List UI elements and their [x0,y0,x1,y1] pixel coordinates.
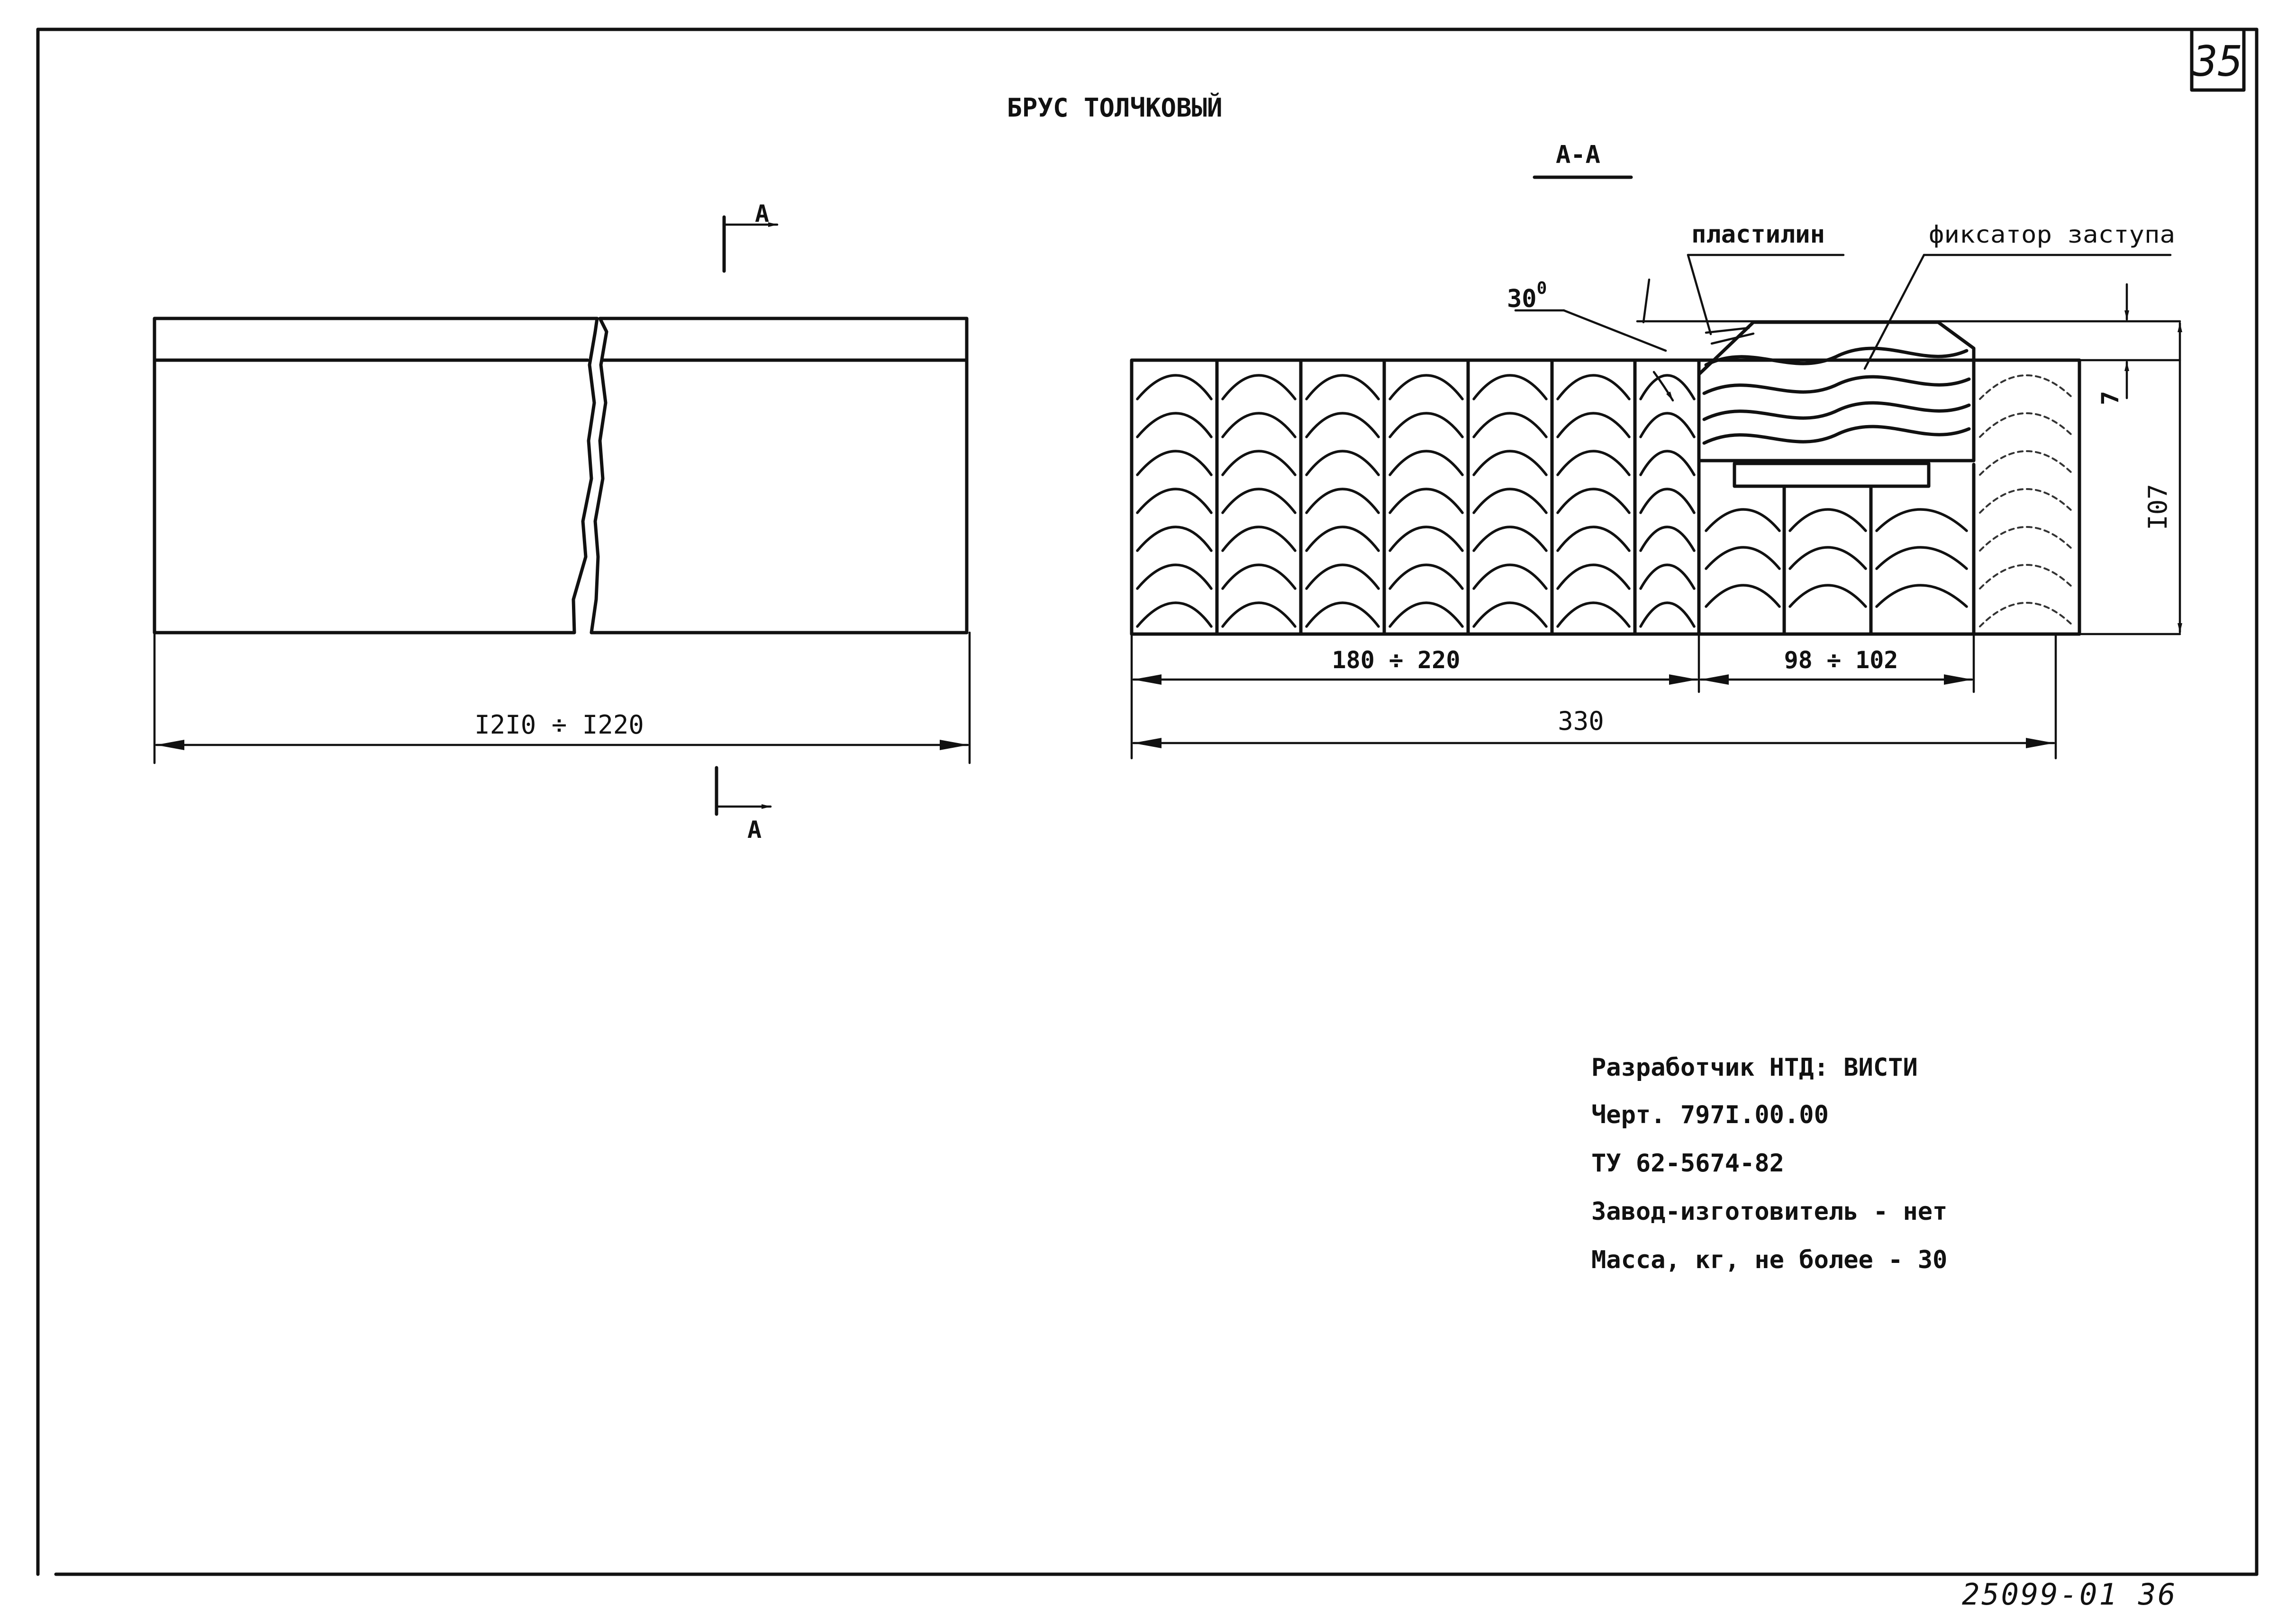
beam-left-part [153,317,599,635]
spec-manufacturer: Завод-изготовитель - нет [1591,1198,1947,1226]
length-dimension: I2I0 ÷ I220 [474,710,644,740]
document-code: 25099-01 36 [1962,1577,2178,1612]
section-label-bottom: А [747,816,762,844]
section-view-label: А-А [1556,141,1600,169]
section-label-top: А [755,200,769,227]
spec-drawing: Черт. 797I.00.00 [1591,1101,1829,1129]
wood-grain-left [1136,358,1696,636]
section-view: А-А [1130,141,2182,760]
height-dimension: I07 [2143,484,2173,530]
spec-mass: Масса, кг, не более - 30 [1591,1246,1947,1274]
section-mark-bottom: А [715,766,772,844]
section-mark-top: А [722,200,779,273]
page-number: 35 [2192,37,2243,86]
spec-developer: Разработчик НТД: ВИСТИ [1591,1053,1918,1082]
step-fixator [1697,320,1976,488]
fixator-label: фиксатор заступа [1929,221,2175,248]
spec-block: Разработчик НТД: ВИСТИ Черт. 797I.00.00 … [1591,1053,1947,1274]
spec-standard: ТУ 62-5674-82 [1591,1149,1784,1178]
drawing-frame [36,27,2259,1576]
plasticine-label: пластилин [1691,220,1825,249]
page-number-box: 35 [2190,27,2246,92]
protrusion-dimension: 7 [2096,391,2124,405]
section-outline [1130,358,2081,636]
insert-width-dimension: 98 ÷ 102 [1784,646,1898,674]
part-width-dimension: 180 ÷ 220 [1332,646,1461,674]
side-view: А I2I0 ÷ I220 А [153,200,971,844]
drawing-title: БРУС ТОЛЧКОВЫЙ [1007,93,1222,123]
total-width-dimension: 330 [1558,706,1604,736]
angle-value: 300 [1507,279,1547,313]
wood-grain-insert-zone [1705,374,2075,636]
beam-right-part [590,317,969,635]
